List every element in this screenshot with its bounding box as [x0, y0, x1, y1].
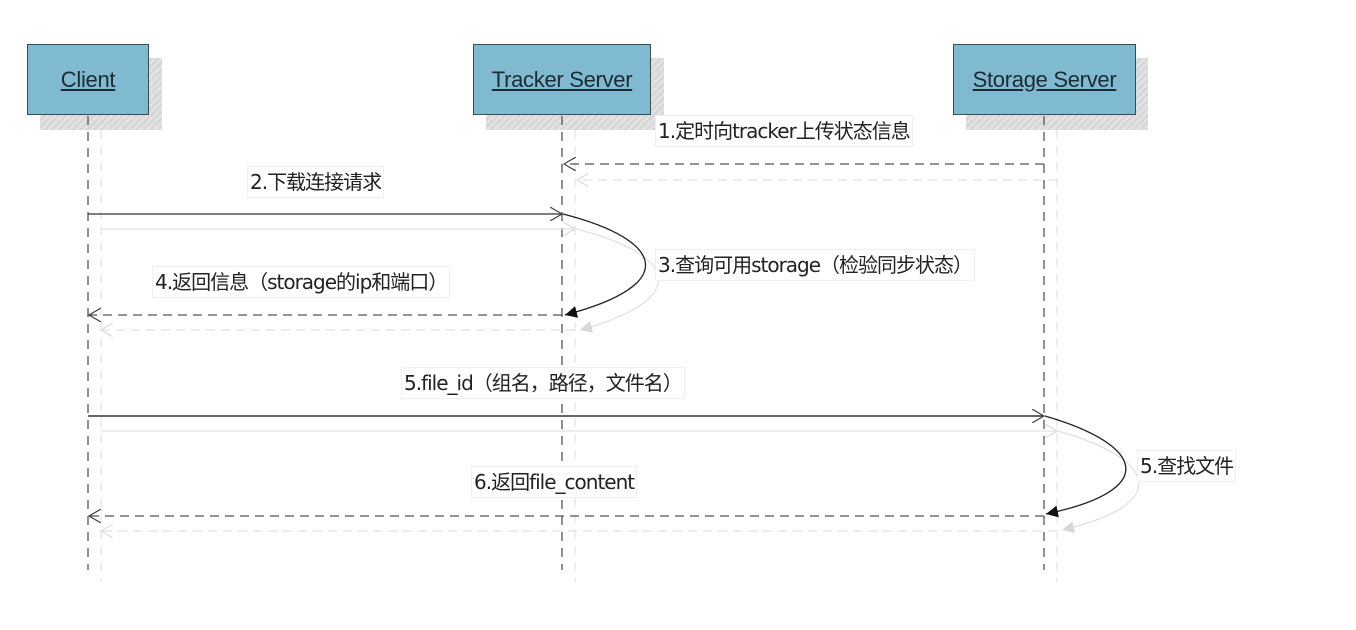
message-label-3: 3.查询可用storage（检验同步状态） [655, 249, 976, 281]
message-arrow-1 [564, 164, 1057, 180]
message-arrow-4 [89, 315, 575, 330]
actor-tracker-server: Tracker Server [473, 44, 651, 115]
lifeline-tracker [561, 116, 576, 582]
message-arrow-6 [89, 516, 1057, 531]
message-label-2: 2.下载连接请求 [247, 166, 385, 198]
actor-storage-label: Storage Server [972, 66, 1117, 92]
actor-client-label: Client [60, 66, 116, 92]
message-label-5b: 5.查找文件 [1137, 450, 1237, 482]
actor-storage-server: Storage Server [953, 44, 1136, 115]
lifeline-client [87, 116, 102, 582]
message-label-4: 4.返回信息（storage的ip和端口） [152, 266, 451, 298]
message-arrow-5 [88, 416, 1057, 431]
message-arrow-2 [88, 214, 575, 229]
message-label-6: 6.返回file_content [471, 466, 638, 498]
message-label-1: 1.定时向tracker上传状态信息 [655, 115, 913, 147]
message-label-5: 5.file_id（组名，路径，文件名） [401, 367, 685, 399]
message-arrow-5b-self [1044, 415, 1140, 534]
actor-client: Client [27, 44, 149, 115]
message-arrow-3-self [562, 213, 659, 333]
actor-tracker-label: Tracker Server [491, 66, 633, 92]
